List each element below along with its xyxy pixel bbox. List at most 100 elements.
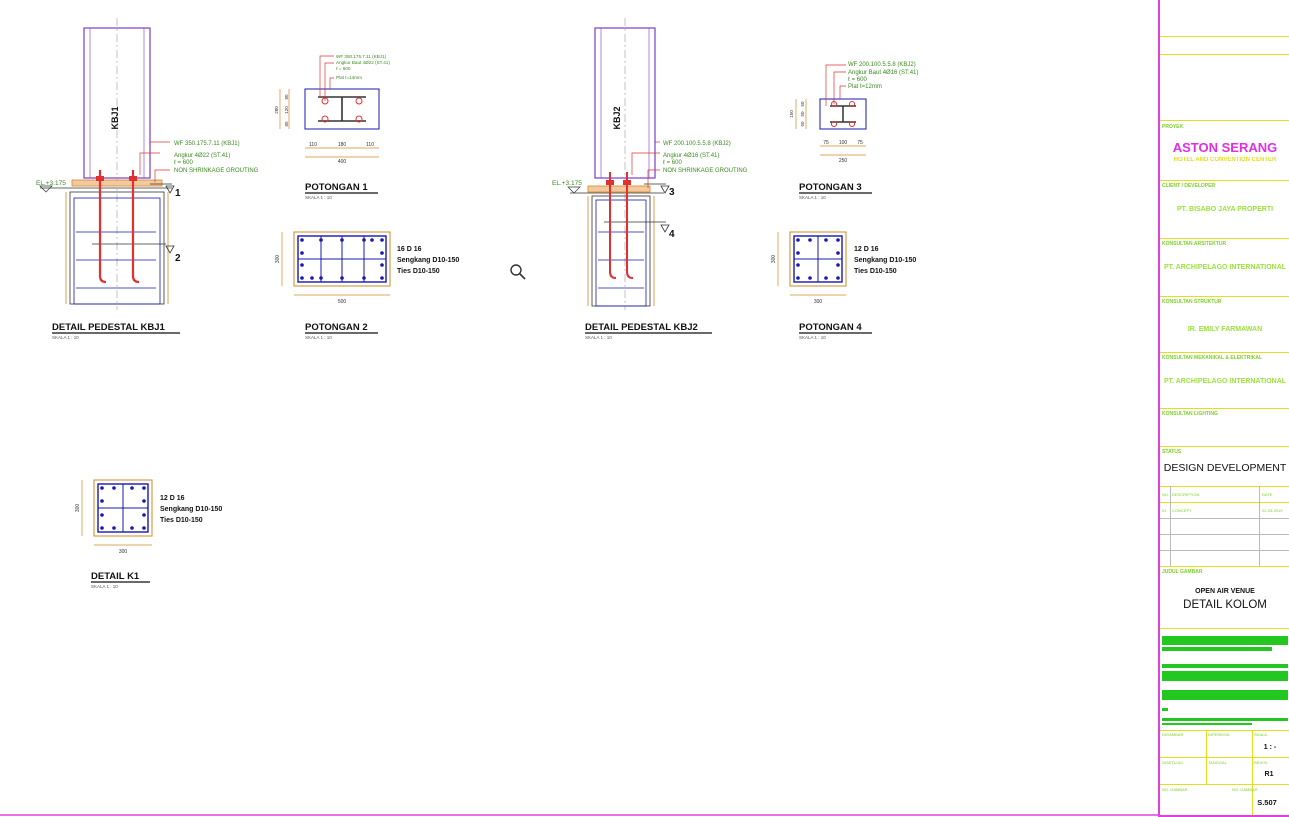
arch-consultant: PT. ARCHIPELAGO INTERNATIONAL — [1163, 264, 1287, 271]
dim-height: 300 — [771, 255, 777, 264]
dim-bottom-2: 100 — [839, 140, 848, 146]
tb-label-struct: KONSULTAN STRUKTUR — [1162, 299, 1222, 305]
dim-left-2: 120 — [284, 106, 289, 114]
tb-label-status: STATUS — [1162, 449, 1182, 455]
notes-block — [1162, 636, 1288, 645]
dim-width: 300 — [119, 549, 128, 555]
elevation-label: EL.+3.175 — [36, 180, 66, 187]
tb-divider — [1160, 36, 1289, 37]
tb-col-divider — [1170, 486, 1171, 566]
anchor-nut — [623, 180, 631, 185]
rev-date: 22-03-2019 — [1262, 508, 1283, 513]
dim-left-1: 50 — [800, 101, 805, 107]
tb-divider — [1160, 408, 1289, 409]
dim-bottom-3: 75 — [857, 140, 863, 146]
scale-label: SKALA — [1254, 732, 1267, 737]
notes-block — [1162, 690, 1288, 700]
tb-divider — [1160, 566, 1289, 567]
section-mark-arrow — [660, 185, 670, 194]
section-scale: SKALA 1 : 10 — [305, 335, 332, 340]
mep-consultant: PT. ARCHIPELAGO INTERNATIONAL — [1163, 378, 1287, 385]
section-mark-1: 1 — [175, 188, 181, 199]
section-title-potongan-2: POTONGAN 2 — [305, 322, 368, 333]
note-length: ℓ = 600 — [848, 76, 867, 83]
potongan-1: WF 350.175.7.11 (KBJ1) Angkur Baut 4Ø22 … — [274, 54, 390, 200]
notes-block — [1162, 718, 1288, 721]
rebar-spec: 12 D 16 — [854, 246, 879, 253]
anchor-bolt — [609, 172, 617, 279]
sheet-number: S.507 — [1257, 798, 1277, 807]
revisi-value: R1 — [1264, 771, 1274, 778]
tb-label-judul: JUDUL GAMBAR — [1162, 569, 1203, 575]
tb-divider — [1160, 120, 1289, 121]
notes-block — [1162, 671, 1288, 681]
detail-title-kbj2: DETAIL PEDESTAL KBJ2 — [585, 322, 698, 333]
anchor-hole — [355, 115, 363, 123]
approved-label: DISETUJUI — [1162, 760, 1183, 765]
note-wf: WF 350.175.7.11 (KBJ1) — [336, 54, 387, 59]
anchor-bolt — [131, 170, 140, 284]
potongan-4: 300 300 12 D 16 Sengkang D10-150 Ties D1… — [771, 231, 916, 340]
pedestal-stirrup-outline — [73, 197, 161, 305]
anchor-hole — [831, 121, 837, 127]
anchor-nut — [96, 176, 104, 181]
detail-scale: SKALA 1 : 10 — [91, 584, 118, 589]
date-label: TANGGAL — [1208, 760, 1227, 765]
leader-line — [631, 152, 660, 175]
tb-label-mep: KONSULTAN MEKANIKAL & ELEKTRIKAL — [1162, 355, 1262, 361]
note-plate: Plat t=14mm — [336, 75, 362, 80]
leader-line — [825, 64, 846, 106]
callout-anchor: Angkur 4Ø16 (ST.41) — [663, 153, 719, 159]
drawing-title: DETAIL KOLOM — [1183, 599, 1267, 611]
dim-bottom-1: 75 — [823, 140, 829, 146]
callout-grout: NON SHRINKAGE GROUTING — [174, 168, 259, 174]
title-block — [1158, 0, 1289, 817]
dim-left-1: 80 — [284, 94, 289, 100]
column-tag-kbj1: KBJ1 — [110, 106, 120, 129]
dim-left-total: 150 — [789, 110, 794, 118]
elevation-label: EL.+3.175 — [552, 180, 582, 187]
tb-label-client: CLIENT / DEVELOPER — [1162, 183, 1216, 189]
anchor-nut — [606, 180, 614, 185]
callout-anchor: Angkur 4Ø22 (ST.41) — [174, 153, 230, 159]
tb-divider — [1160, 518, 1289, 519]
rebar-dots — [100, 486, 146, 530]
checked-label: DIPERIKSA — [1208, 732, 1230, 737]
dim-total: 250 — [839, 158, 848, 164]
tb-divider — [1160, 352, 1289, 353]
anchor-hole — [355, 97, 363, 105]
elevation-marker — [567, 186, 581, 194]
stirrup-spec: Sengkang D10-150 — [397, 257, 459, 264]
no-gambar-label: NO. GAMBAR — [1162, 787, 1188, 792]
detail-k1: 300 300 12 D 16 Sengkang D10-150 Ties D1… — [75, 479, 222, 589]
section-scale: SKALA 1 : 10 — [305, 195, 332, 200]
detail-pedestal-kbj2: KBJ2 WF 200.100.5.5.8 (KBJ2) Angkur 4Ø16… — [552, 18, 748, 340]
callout-length: ℓ = 600 — [174, 159, 193, 166]
tb-divider — [1160, 446, 1289, 447]
notes-block — [1162, 664, 1288, 668]
tb-divider — [1160, 784, 1289, 785]
column-tag-kbj2: KBJ2 — [612, 106, 622, 129]
pedestal-stirrup-outline — [595, 199, 647, 307]
base-plate — [587, 185, 651, 193]
tb-divider — [1160, 486, 1289, 487]
detail-scale: SKALA 1 : 10 — [585, 335, 612, 340]
zoom-cursor-icon — [510, 264, 526, 280]
potongan-2: 500 300 16 D 16 Sengkang D10-150 Ties D1… — [275, 231, 459, 340]
stirrup-spec: Sengkang D10-150 — [854, 257, 916, 264]
detail-scale: SKALA 1 : 10 — [52, 335, 79, 340]
dim-left-3: 50 — [800, 121, 805, 127]
status-value: DESIGN DEVELOPMENT — [1163, 462, 1287, 474]
dim-bottom-3: 110 — [366, 142, 374, 148]
dim-bottom-1: 110 — [309, 142, 317, 148]
tb-divider — [1160, 757, 1289, 758]
tb-divider — [1160, 296, 1289, 297]
callout-length: ℓ = 600 — [663, 159, 682, 166]
dim-height: 300 — [275, 255, 281, 264]
section-mark-2: 2 — [175, 253, 181, 264]
dim-width: 500 — [338, 299, 347, 305]
section-mark-arrow — [165, 185, 175, 194]
potongan-3: WF 200.100.5.5.8 (KBJ2) Angkur Baut 4Ø16… — [789, 62, 918, 200]
callout-grout: NON SHRINKAGE GROUTING — [663, 168, 748, 174]
wf-section — [830, 105, 856, 123]
